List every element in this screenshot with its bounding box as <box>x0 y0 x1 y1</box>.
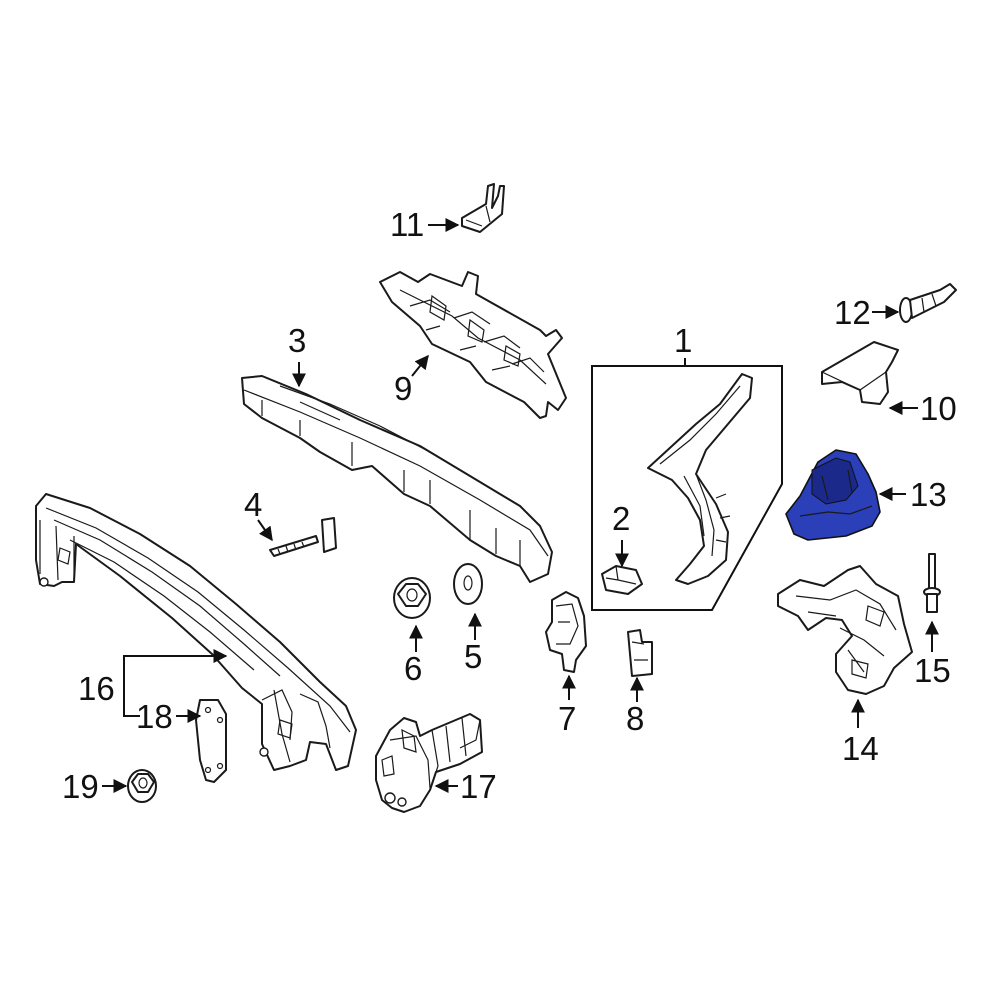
part-9-carrier[interactable] <box>379 271 567 419</box>
callout-9: 9 <box>394 370 412 407</box>
callout-3-group: 3 <box>288 322 306 388</box>
callout-3: 3 <box>288 322 306 359</box>
part-6-nut[interactable] <box>393 577 431 619</box>
callout-5-group: 5 <box>464 612 482 675</box>
leader-9 <box>411 354 429 377</box>
callout-2: 2 <box>612 500 630 537</box>
callout-10: 10 <box>920 390 957 427</box>
callout-12: 12 <box>834 294 871 331</box>
callout-8-group: 8 <box>626 676 644 737</box>
part-16-beam[interactable] <box>35 493 357 771</box>
callout-16: 16 <box>78 670 115 707</box>
callout-6-group: 6 <box>404 624 423 687</box>
callout-2-group: 2 <box>612 500 630 568</box>
part-7-bracket[interactable] <box>545 591 587 673</box>
part-2-clip[interactable] <box>601 565 643 595</box>
callout-14-group: 14 <box>842 698 879 767</box>
callout-11-group: 11 <box>390 206 460 243</box>
callout-8: 8 <box>626 700 644 737</box>
callout-15: 15 <box>914 652 951 689</box>
callout-4-group: 4 <box>244 486 273 542</box>
part-10-mount[interactable] <box>821 341 899 405</box>
callout-6: 6 <box>404 650 422 687</box>
part-13-cover[interactable] <box>785 449 881 541</box>
part-11-bracket[interactable] <box>461 183 505 233</box>
part-15-rivet[interactable] <box>923 553 941 613</box>
callout-15-group: 15 <box>914 620 951 689</box>
leader-16b <box>123 688 140 717</box>
part-4-bolt[interactable] <box>269 517 337 557</box>
callout-19: 19 <box>62 768 99 805</box>
part-8-plate[interactable] <box>627 629 653 677</box>
callout-13-group: 13 <box>878 476 947 513</box>
callout-17: 17 <box>460 768 497 805</box>
part-12-pin[interactable] <box>899 283 957 323</box>
part-14-bracket[interactable] <box>777 565 913 695</box>
callout-17-group: 17 <box>434 768 497 805</box>
callout-10-group: 10 <box>888 390 957 427</box>
callout-18: 18 <box>136 698 173 735</box>
callout-11: 11 <box>390 206 424 243</box>
callout-16-group: 16 <box>78 649 228 717</box>
callout-7: 7 <box>558 700 576 737</box>
callout-4: 4 <box>244 486 262 523</box>
part-13-shade <box>811 457 859 505</box>
callout-1: 1 <box>674 322 692 359</box>
callout-13: 13 <box>910 476 947 513</box>
part-18-gasket[interactable] <box>195 699 227 783</box>
callout-7-group: 7 <box>558 674 576 737</box>
part-1-guide[interactable] <box>647 373 753 585</box>
part-19-nut[interactable] <box>127 769 157 803</box>
group-box-1: 1 <box>591 322 783 611</box>
group-1-frame <box>591 365 783 611</box>
part-17-crashbox[interactable] <box>375 713 483 813</box>
callout-5: 5 <box>464 638 482 675</box>
callout-9-group: 9 <box>394 354 429 407</box>
leader-16a <box>123 649 228 688</box>
part-3-absorber[interactable] <box>241 375 553 583</box>
part-5-washer[interactable] <box>453 563 483 605</box>
leader-4 <box>257 519 273 542</box>
callout-19-group: 19 <box>62 768 128 805</box>
callout-18-group: 18 <box>136 698 202 735</box>
callout-14: 14 <box>842 730 879 767</box>
callout-12-group: 12 <box>834 294 900 331</box>
